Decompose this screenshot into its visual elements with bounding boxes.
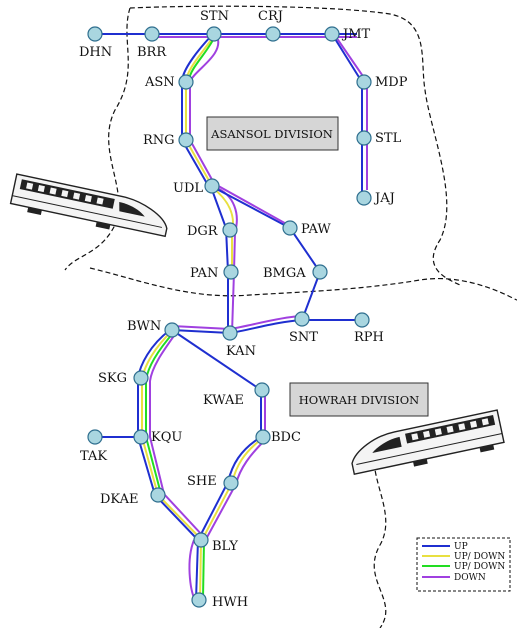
legend-label: UP: [454, 542, 468, 552]
station-label: BWN: [127, 319, 161, 334]
station-label: RPH: [354, 330, 384, 345]
station-kan[interactable]: KAN: [222, 325, 256, 359]
station-label: BLY: [212, 539, 238, 554]
station-snt[interactable]: SNT: [289, 311, 318, 345]
station-kwae[interactable]: KWAE: [203, 382, 270, 408]
legend-label: UP/ DOWN: [454, 562, 505, 572]
station-brr[interactable]: BRR: [137, 26, 167, 60]
station-label: BMGA: [263, 266, 306, 281]
legend-item-updown-green: UP/ DOWN: [422, 562, 505, 572]
station-label: SKG: [98, 371, 127, 386]
train-illustration-right: [351, 409, 505, 475]
station-jaj[interactable]: JAJ: [356, 190, 395, 206]
station-asn[interactable]: ASN: [144, 74, 194, 90]
line-bly-hwh-up: [195, 539, 199, 601]
line-jmt-jaj-down: [335, 36, 368, 190]
line-bwn-kwae-up: [171, 329, 262, 391]
line-bwn-bly-down: [149, 332, 204, 537]
howrah-division-box: HOWRAH DIVISION: [289, 382, 429, 417]
station-rph[interactable]: RPH: [354, 312, 384, 345]
line-bly-hwh-green: [202, 540, 205, 599]
station-label: SHE: [187, 474, 217, 489]
legend-label: UP/ DOWN: [454, 552, 505, 562]
line-bwn-bly-yellow: [141, 330, 201, 539]
station-label: JAJ: [373, 191, 395, 206]
station-bdc[interactable]: BDC: [255, 429, 301, 445]
station-bmga[interactable]: BMGA: [263, 264, 328, 281]
station-udl[interactable]: UDL: [173, 178, 220, 196]
station-paw[interactable]: PAW: [282, 220, 331, 237]
legend-item-down: DOWN: [422, 573, 486, 583]
legend-label: DOWN: [454, 573, 486, 583]
station-dgr[interactable]: DGR: [187, 222, 238, 239]
station-bwn[interactable]: BWN: [127, 319, 180, 338]
station-label: STN: [200, 9, 229, 24]
station-label: STL: [375, 131, 402, 146]
station-label: DKAE: [100, 492, 139, 507]
legend: UP UP/ DOWN UP/ DOWN DOWN: [416, 537, 511, 592]
station-label: TAK: [80, 449, 107, 464]
station-stn[interactable]: STN: [200, 9, 229, 42]
station-label: DHN: [79, 45, 112, 60]
station-dkae[interactable]: DKAE: [100, 487, 166, 507]
station-label: BRR: [137, 45, 167, 60]
station-bly[interactable]: BLY: [193, 532, 238, 554]
station-mdp[interactable]: MDP: [356, 74, 408, 90]
legend-item-up: UP: [422, 542, 468, 552]
division-boundary: [64, 5, 517, 628]
station-rng[interactable]: RNG: [143, 132, 194, 148]
line-jmt-jaj-up: [331, 33, 363, 198]
station-label: KAN: [226, 344, 256, 359]
station-pan[interactable]: PAN: [190, 264, 239, 281]
station-stl[interactable]: STL: [356, 130, 402, 146]
station-label: PAN: [190, 266, 218, 281]
line-bdc-bly-down: [204, 439, 266, 542]
station-label: BDC: [271, 430, 301, 445]
station-tak[interactable]: TAK: [80, 429, 107, 464]
station-label: ASN: [144, 75, 175, 90]
asansol-division-label: ASANSOL DIVISION: [210, 127, 333, 141]
station-jmt[interactable]: JMT: [324, 26, 371, 42]
station-label: RNG: [143, 133, 175, 148]
station-label: JMT: [341, 27, 371, 42]
station-skg[interactable]: SKG: [98, 370, 149, 386]
legend-item-updown-yellow: UP/ DOWN: [422, 552, 505, 562]
line-udl-paw-up: [210, 185, 322, 321]
station-label: SNT: [289, 330, 318, 345]
station-label: KQU: [151, 430, 182, 445]
station-hwh[interactable]: HWH: [191, 592, 248, 610]
station-label: CRJ: [258, 9, 283, 24]
train-illustration-left: [9, 173, 168, 238]
line-udl-paw-down: [212, 182, 291, 227]
station-label: HWH: [212, 595, 248, 610]
line-bly-hwh-down: [188, 539, 196, 601]
line-bly-hwh-yellow: [199, 540, 202, 601]
station-label: UDL: [173, 181, 203, 196]
howrah-division-label: HOWRAH DIVISION: [299, 393, 419, 407]
line-bwn-bly-up: [137, 329, 199, 541]
station-label: KWAE: [203, 393, 244, 408]
station-she[interactable]: SHE: [187, 474, 239, 491]
station-crj[interactable]: CRJ: [258, 9, 283, 42]
station-dhn[interactable]: DHN: [79, 26, 112, 60]
station-label: MDP: [375, 75, 408, 90]
line-udl-kan-up: [210, 186, 229, 333]
station-label: PAW: [301, 222, 331, 237]
station-label: DGR: [187, 224, 219, 239]
asansol-division-box: ASANSOL DIVISION: [206, 116, 339, 151]
station-kqu[interactable]: KQU: [133, 429, 182, 445]
